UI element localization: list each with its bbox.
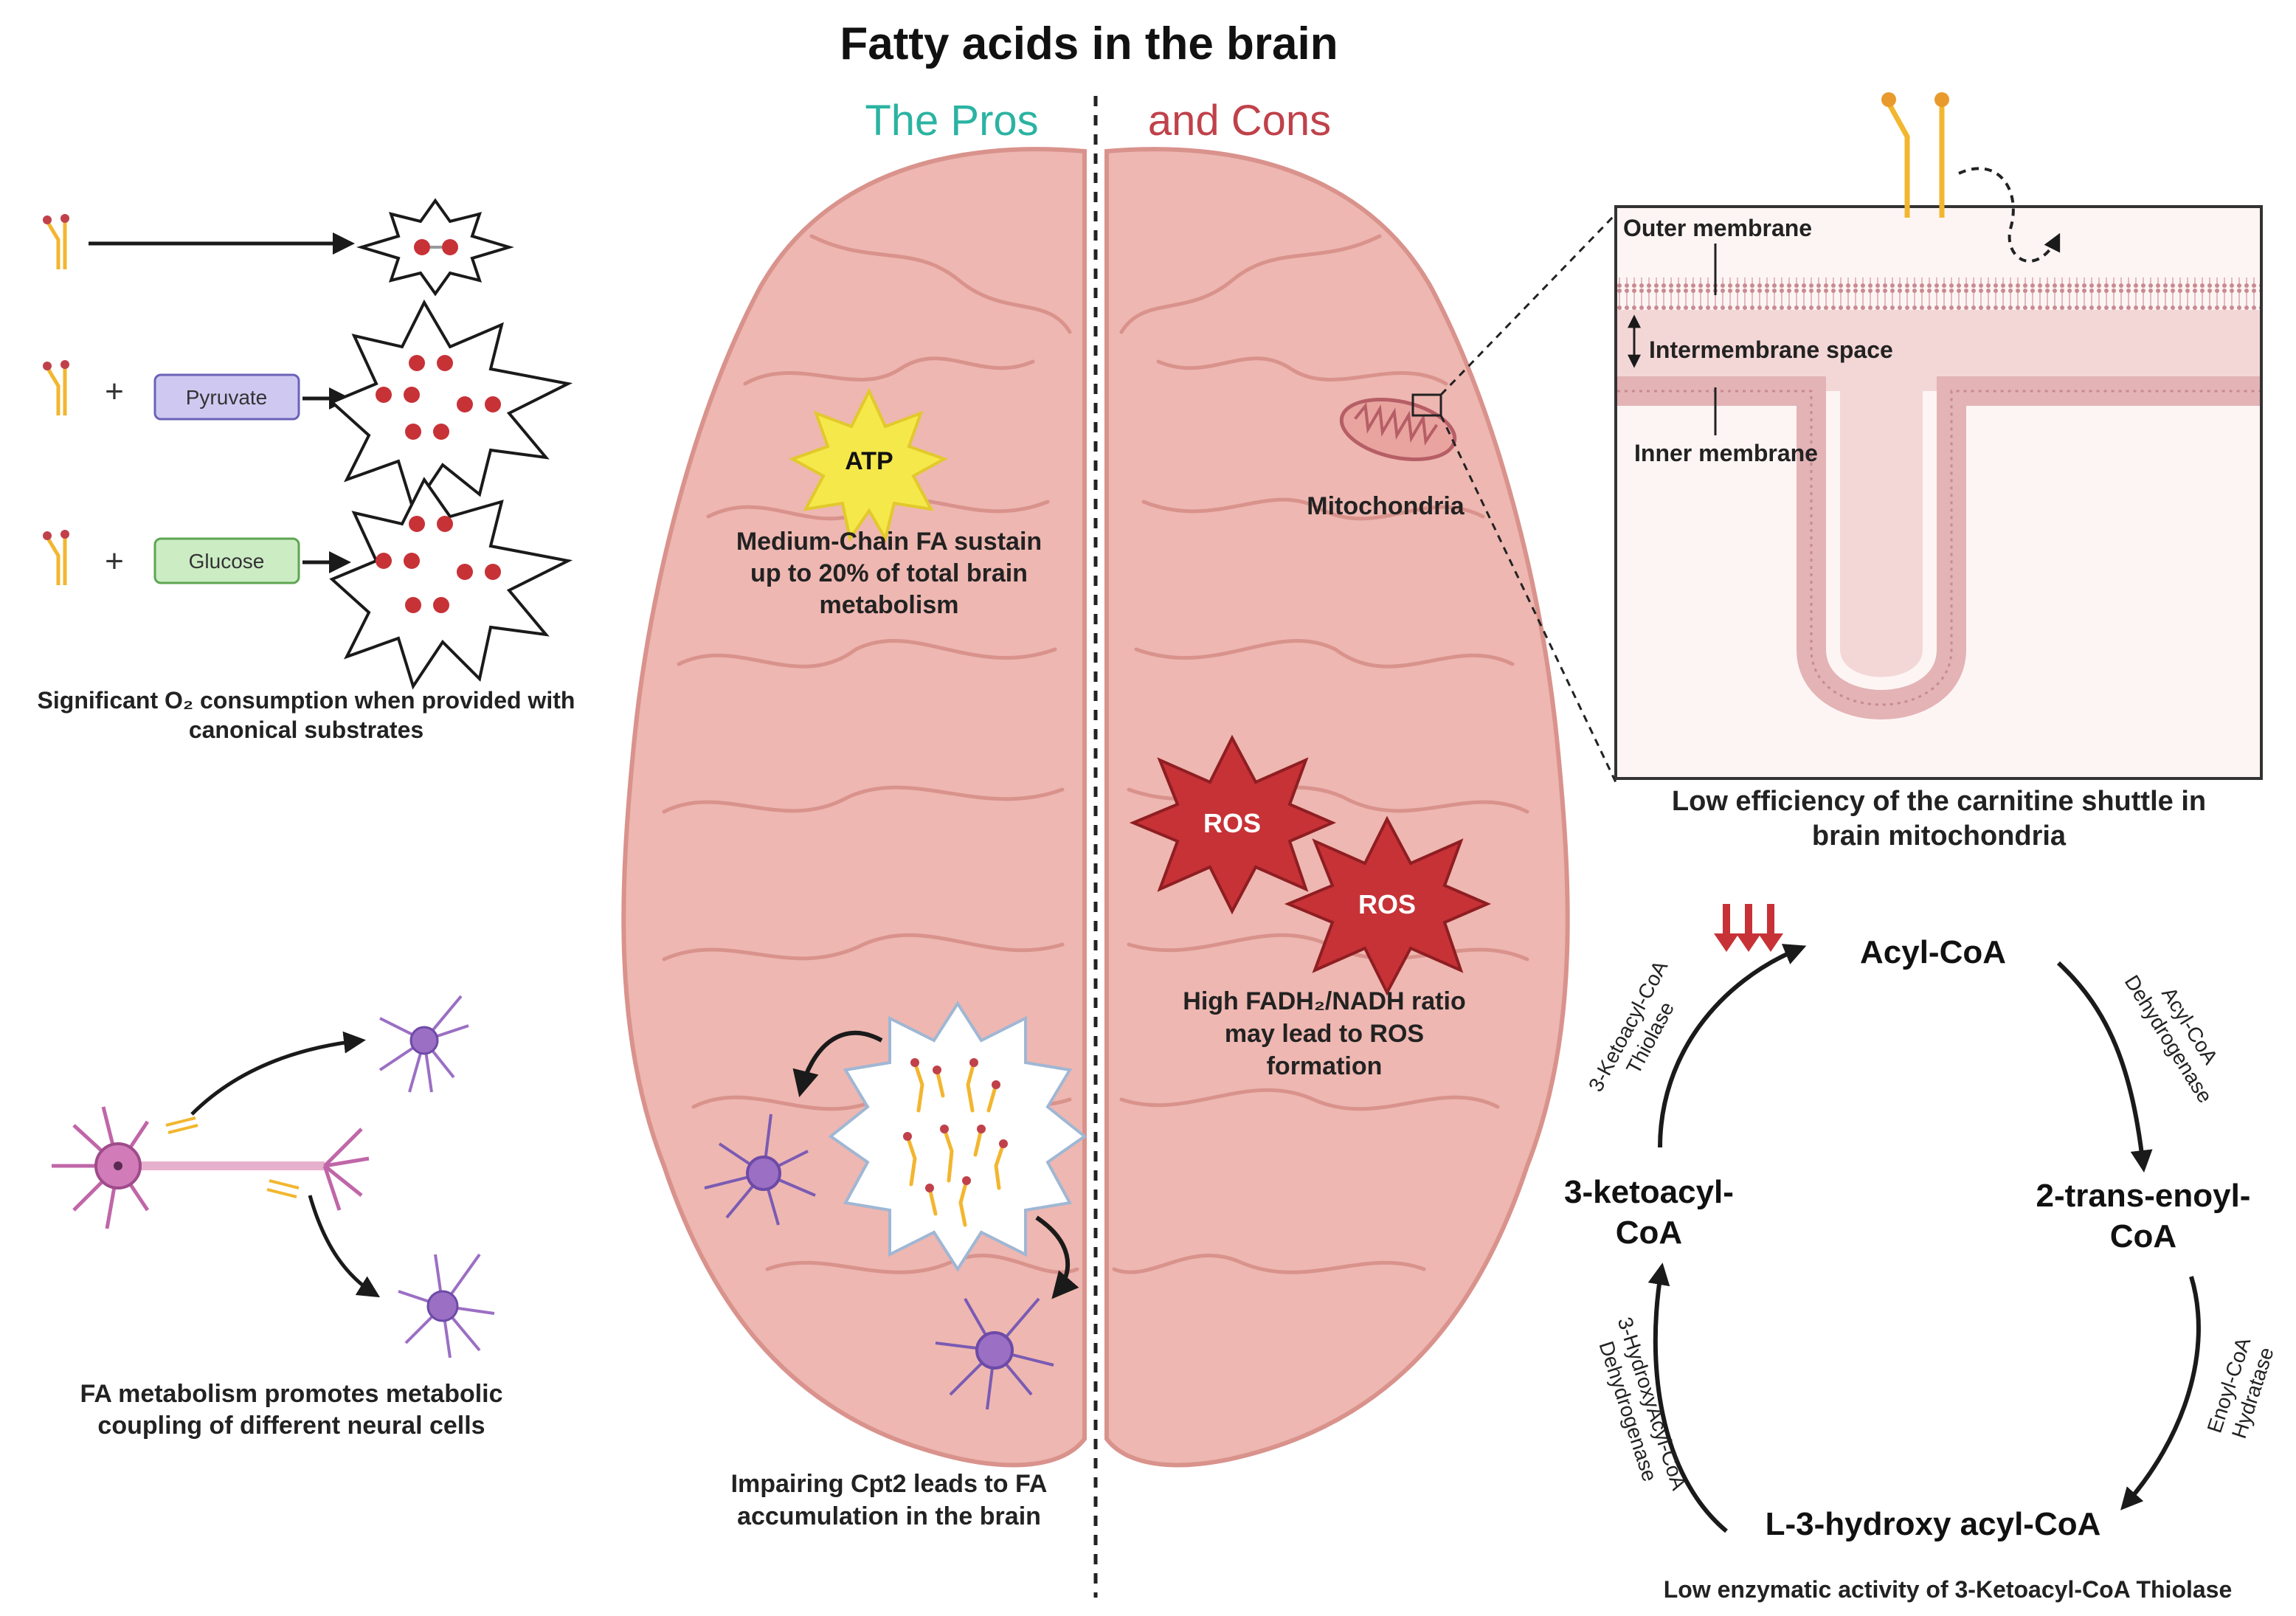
brain-illustration <box>621 147 1570 1468</box>
neuron-pink <box>52 1106 370 1229</box>
coupling-caption-line1: FA metabolism promotes metabolic <box>80 1380 502 1408</box>
atp-caption-line2: up to 20% of total brain <box>750 559 1028 587</box>
ketoacyl-line2: CoA <box>1616 1215 1682 1251</box>
atp-caption-line1: Medium-Chain FA sustain <box>736 528 1042 556</box>
coupling-caption-line2: coupling of different neural cells <box>97 1412 485 1440</box>
atp-caption-line3: metabolism <box>820 591 959 619</box>
o2-caption-line1: Significant O₂ consumption when provided… <box>38 687 575 714</box>
pyruvate-box <box>153 373 300 421</box>
coupling-arrow-up <box>190 1031 366 1116</box>
burst-to-neuron-arrow-2 <box>1035 1215 1079 1299</box>
glial-cell-bottom <box>935 1297 1054 1410</box>
ros-label-2: ROS <box>1358 889 1416 919</box>
trans-enoyl-line1: 2-trans-enoyl- <box>2036 1178 2251 1214</box>
acyl-coa-label: Acyl-CoA <box>1860 934 2006 970</box>
coupling-arrow-down <box>308 1195 381 1298</box>
o2-caption-line2: canonical substrates <box>189 717 423 743</box>
ros-burst-1: ROS <box>1129 734 1337 915</box>
ros-caption-line3: formation <box>1267 1052 1383 1080</box>
zoom-line-top <box>1439 213 1617 396</box>
fatty-acid-icon-1 <box>45 220 67 269</box>
carnitine-caption-line2: brain mitochondria <box>1812 821 2067 852</box>
inner-membrane-label: Inner membrane <box>1634 440 1818 466</box>
trans-enoyl-line2: CoA <box>2110 1218 2176 1254</box>
cons-label: and Cons <box>1148 97 1331 145</box>
outer-membrane-label: Outer membrane <box>1623 215 1812 241</box>
cpt2-caption-line1: Impairing Cpt2 leads to FA <box>731 1470 1048 1498</box>
beta-oxidation-cycle: Acyl-CoA 2-trans-enoyl- CoA L-3-hydroxy … <box>1564 904 2278 1603</box>
right-hemisphere <box>1104 147 1570 1468</box>
pros-label: The Pros <box>865 97 1038 145</box>
membrane-zoom-panel: Outer membrane Intermembrane space Inner… <box>1614 92 2263 780</box>
arrow-hydroxy-to-ketoacyl <box>1647 1263 1728 1533</box>
thiolase-caption: Low enzymatic activity of 3-Ketoacyl-CoA… <box>1664 1576 2233 1603</box>
fa-accumulation-burst <box>828 1001 1088 1272</box>
svg-text:+: + <box>105 543 124 579</box>
zoom-line-bottom <box>1439 415 1617 783</box>
ros-caption-line2: may lead to ROS <box>1225 1020 1424 1048</box>
carnitine-caption-line1: Low efficiency of the carnitine shuttle … <box>1672 786 2206 817</box>
glucose-box <box>153 537 300 584</box>
o2-burst-glucose <box>329 477 573 690</box>
pyruvate-label: Pyruvate <box>186 386 268 409</box>
svg-text:+: + <box>105 373 124 410</box>
atp-burst: ATP <box>789 387 948 543</box>
ros-label-1: ROS <box>1203 808 1261 838</box>
hydroxy-acyl-label: L-3-hydroxy acyl-CoA <box>1766 1506 2101 1542</box>
glial-cell-left <box>704 1113 816 1226</box>
neuron-purple-bottom <box>398 1253 495 1358</box>
arrow-enoyl-to-hydroxy <box>2120 1276 2201 1510</box>
o2-burst-pyruvate <box>329 299 573 513</box>
page-title: Fatty acids in the brain <box>840 18 1338 69</box>
o2-consumption-panel: + Pyruvate + Glucose Significant O₂ cons… <box>38 198 575 743</box>
fa-bounce-arrow <box>1958 167 2061 263</box>
intermembrane-label: Intermembrane space <box>1649 336 1893 363</box>
glucose-label: Glucose <box>189 550 265 573</box>
o2-molecule-1 <box>414 239 458 255</box>
arrow-acyl-to-enoyl <box>2056 961 2153 1173</box>
ros-burst-2: ROS <box>1284 815 1492 996</box>
mitochondria-label: Mitochondria <box>1307 492 1465 520</box>
down-arrows-red <box>1714 904 1783 952</box>
neural-coupling-panel: FA metabolism promotes metabolic couplin… <box>52 995 503 1440</box>
burst-to-neuron-arrow-1 <box>792 1030 883 1097</box>
ros-caption-line1: High FADH₂/NADH ratio <box>1183 987 1465 1015</box>
arrow-ketoacyl-to-acyl <box>1658 944 1807 1148</box>
neuron-purple-top <box>378 995 469 1093</box>
ketoacyl-line1: 3-ketoacyl- <box>1564 1174 1734 1210</box>
cpt2-caption-line2: accumulation in the brain <box>737 1502 1041 1530</box>
atp-label: ATP <box>845 447 893 475</box>
